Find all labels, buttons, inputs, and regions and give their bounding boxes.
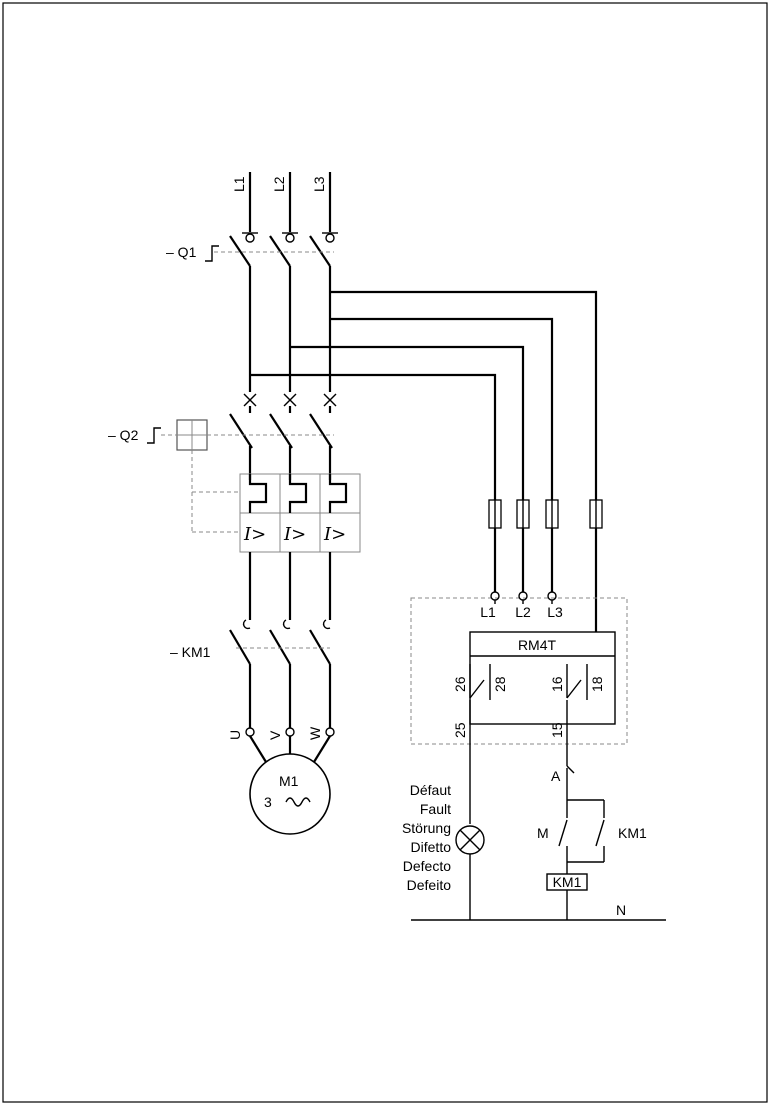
q2-label: – Q2 [108,427,139,443]
fault-label-es: Defecto [403,858,451,874]
relay-input-l2: L2 [515,604,531,620]
relay-contact-26: 26 [452,676,468,692]
relay-supply-wires [250,290,603,632]
trip-symbol-1: I> [243,524,266,545]
stop-button-label: A [551,768,561,784]
fault-label-it: Difetto [411,839,452,855]
fault-labels: Défaut Fault Störung Difetto Defecto Def… [402,782,451,893]
supply-labels: L1 L2 L3 [231,176,327,192]
motor-terminal-w: W [307,726,323,740]
fault-label-de: Störung [402,820,451,836]
q1-label: – Q1 [166,244,197,260]
fault-label-fr: Défaut [410,782,451,798]
q1-isolator [205,172,338,392]
relay-name: RM4T [518,637,557,653]
relay-contact-15: 15 [549,722,565,738]
q2-breaker [147,393,361,620]
relay-contact-16: 16 [549,676,565,692]
relay-input-l1: L1 [480,604,496,620]
motor-terminal-u: U [227,730,243,740]
rm4t-relay [410,591,628,745]
neutral-label: N [616,902,626,918]
relay-contact-25: 25 [452,722,468,738]
trip-symbol-3: I> [323,524,346,545]
supply-l2-label: L2 [271,176,287,192]
supply-l3-label: L3 [311,176,327,192]
motor-m1 [249,753,331,835]
motor-terminal-v: V [267,730,283,740]
fault-label-en: Fault [420,801,451,817]
motor-phases: 3 [264,794,272,810]
fault-label-pt: Defeito [407,877,452,893]
relay-contact-18: 18 [589,676,605,692]
km1-contactor [229,619,335,763]
relay-contact-28: 28 [492,676,508,692]
hold-contact-label: KM1 [618,825,647,841]
supply-l1-label: L1 [231,176,247,192]
trip-symbol-2: I> [283,524,306,545]
relay-input-l3: L3 [547,604,563,620]
km1-label: – KM1 [170,644,211,660]
start-button-label: M [537,825,549,841]
motor-name: M1 [279,773,299,789]
control-circuit [411,724,666,921]
coil-label: KM1 [553,874,582,890]
